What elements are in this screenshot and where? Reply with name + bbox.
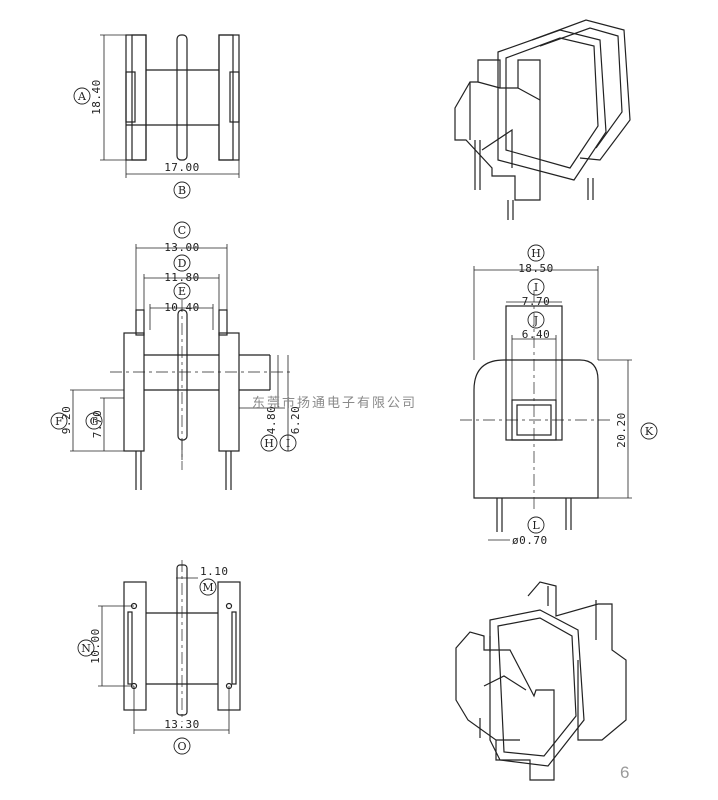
label-bubbles xyxy=(50,87,658,755)
dim-e-value: 10.40 xyxy=(164,301,200,314)
dim-b-value: 17.00 xyxy=(164,161,200,174)
label-h2: H xyxy=(531,247,541,260)
label-n: N xyxy=(81,642,91,655)
dim-l-value: ø0.70 xyxy=(512,534,548,547)
label-i2: I xyxy=(534,281,538,294)
label-b: B xyxy=(178,184,186,197)
top-view xyxy=(100,34,240,178)
page-number: 6 xyxy=(620,763,629,782)
label-l: L xyxy=(532,519,540,532)
isometric-view-front xyxy=(454,19,631,220)
label-f: F xyxy=(55,415,63,428)
dim-o-value: 13.30 xyxy=(164,718,200,731)
isometric-view-rear xyxy=(455,581,627,781)
side-view xyxy=(460,266,632,541)
bottom-view xyxy=(98,560,241,734)
dim-i2-value: 7.70 xyxy=(522,295,551,308)
label-e: E xyxy=(178,285,186,298)
dim-i-value: 6.20 xyxy=(289,406,302,435)
label-i: I xyxy=(286,437,290,450)
label-j: J xyxy=(533,314,538,327)
front-view xyxy=(70,244,290,490)
dim-m-value: 1.10 xyxy=(200,565,229,578)
label-a: A xyxy=(77,90,87,103)
company-watermark: 东莞市扬通电子有限公司 xyxy=(252,395,417,411)
label-o: O xyxy=(177,740,186,753)
label-h: H xyxy=(264,437,274,450)
label-d: D xyxy=(178,257,187,270)
dim-j-value: 6.40 xyxy=(522,328,551,341)
dim-g-value: 7.70 xyxy=(91,410,104,439)
dim-c-value: 13.00 xyxy=(164,241,200,254)
label-k: K xyxy=(645,425,654,438)
dim-h-value: 4.80 xyxy=(265,406,278,435)
dim-n-value: 10.00 xyxy=(89,628,102,664)
dim-k-value: 20.20 xyxy=(615,412,628,448)
dim-d-value: 11.80 xyxy=(164,271,200,284)
label-c: C xyxy=(178,224,186,237)
dim-f-value: 9.20 xyxy=(60,406,73,435)
dim-a-value: 18.40 xyxy=(90,79,103,115)
label-g: G xyxy=(90,415,99,428)
label-m: M xyxy=(202,581,213,594)
dim-h2-value: 18.50 xyxy=(518,262,554,275)
